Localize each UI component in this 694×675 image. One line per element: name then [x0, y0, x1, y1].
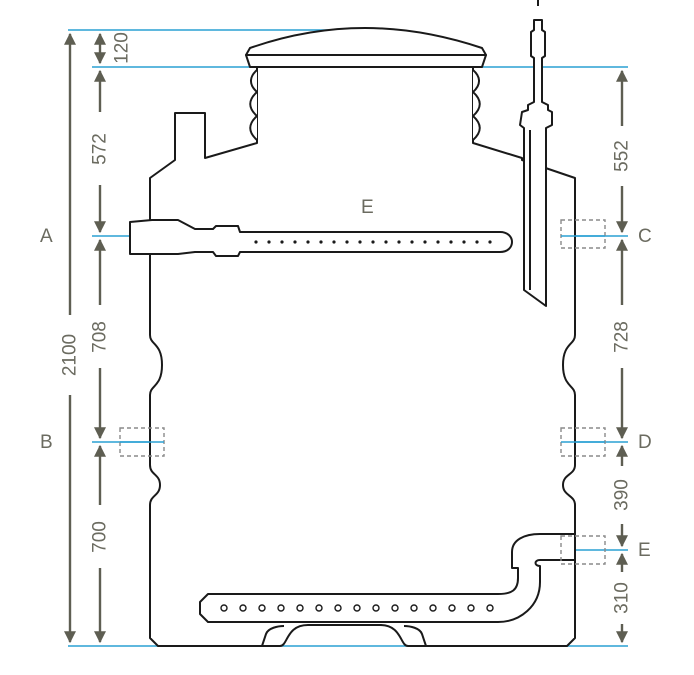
perforation	[220, 604, 228, 612]
perforation	[315, 604, 323, 612]
perforation	[475, 240, 479, 244]
dim-right-bottom: 310	[612, 582, 633, 614]
perforation	[353, 604, 361, 612]
outlet-pipe-lower	[199, 533, 576, 623]
label-b: B	[40, 432, 53, 453]
tank-feet	[261, 625, 427, 647]
dim-right-mid: 728	[612, 321, 633, 353]
dim-total: 2100	[60, 334, 81, 376]
dimension-arrows	[64, 32, 628, 644]
perforation	[467, 604, 475, 612]
perforation	[486, 604, 494, 612]
perforation	[319, 240, 323, 244]
perforation	[372, 604, 380, 612]
upper-pipe-perforations	[254, 240, 492, 244]
perforation	[462, 240, 466, 244]
dim-left-bottom: 700	[90, 521, 111, 553]
perforation	[345, 240, 349, 244]
perforation	[410, 240, 414, 244]
dim-lid: 120	[112, 32, 133, 64]
perforation	[436, 240, 440, 244]
tank-lid	[245, 27, 487, 56]
perforation	[448, 604, 456, 612]
dim-right-top: 552	[612, 140, 633, 172]
neck-rib-right	[472, 69, 481, 141]
perforation	[358, 240, 362, 244]
perforation	[384, 240, 388, 244]
neck-rib-left	[249, 69, 258, 141]
foot-right	[403, 625, 427, 647]
perforation	[397, 240, 401, 244]
lid-collar	[245, 54, 487, 68]
perforation	[306, 240, 310, 244]
perforation	[296, 604, 304, 612]
vertical-dip-pipe	[519, 19, 553, 307]
perforation	[258, 604, 266, 612]
letter-labels: A B C D E E	[40, 197, 652, 561]
tank-body	[149, 66, 576, 647]
neck-ribs	[249, 69, 481, 141]
perforation	[334, 604, 342, 612]
perforation	[239, 604, 247, 612]
perforation	[277, 604, 285, 612]
perforation	[429, 604, 437, 612]
perforation	[391, 604, 399, 612]
lower-pipe-holes	[220, 604, 494, 612]
perforation	[488, 240, 492, 244]
perforation	[280, 240, 284, 244]
label-a: A	[40, 226, 53, 247]
label-e-top: E	[361, 197, 374, 218]
label-c: C	[638, 226, 652, 247]
dimension-values: 2100 120 572 708 700 552 728 390 310	[60, 32, 633, 614]
label-d: D	[638, 432, 652, 453]
perforation	[293, 240, 297, 244]
perforation	[254, 240, 258, 244]
port-e-dashed	[560, 535, 606, 565]
dim-right-low: 390	[612, 479, 633, 511]
port-c-dashed	[560, 219, 606, 249]
perforation	[423, 240, 427, 244]
dim-left-mid: 708	[90, 321, 111, 353]
optional-ports	[119, 219, 606, 565]
inlet-pipe-upper	[129, 219, 513, 257]
perforation	[371, 240, 375, 244]
perforation	[267, 240, 271, 244]
dim-left-top: 572	[90, 133, 111, 165]
foot-left	[261, 625, 285, 647]
label-e-right: E	[638, 540, 651, 561]
perforation	[410, 604, 418, 612]
perforation	[449, 240, 453, 244]
perforation	[332, 240, 336, 244]
